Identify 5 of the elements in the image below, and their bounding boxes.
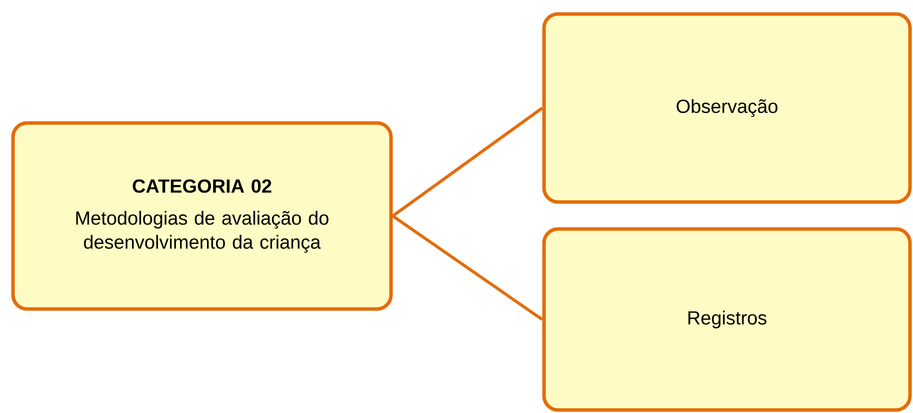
connector-line bbox=[392, 214, 544, 321]
process-box: CATEGORIA 02 Metodologias de avaliação do desenvolvimento da criança bbox=[11, 121, 393, 311]
process-box: Registros bbox=[542, 227, 912, 412]
connector-line bbox=[392, 106, 544, 218]
process-box: Observação bbox=[542, 12, 912, 204]
